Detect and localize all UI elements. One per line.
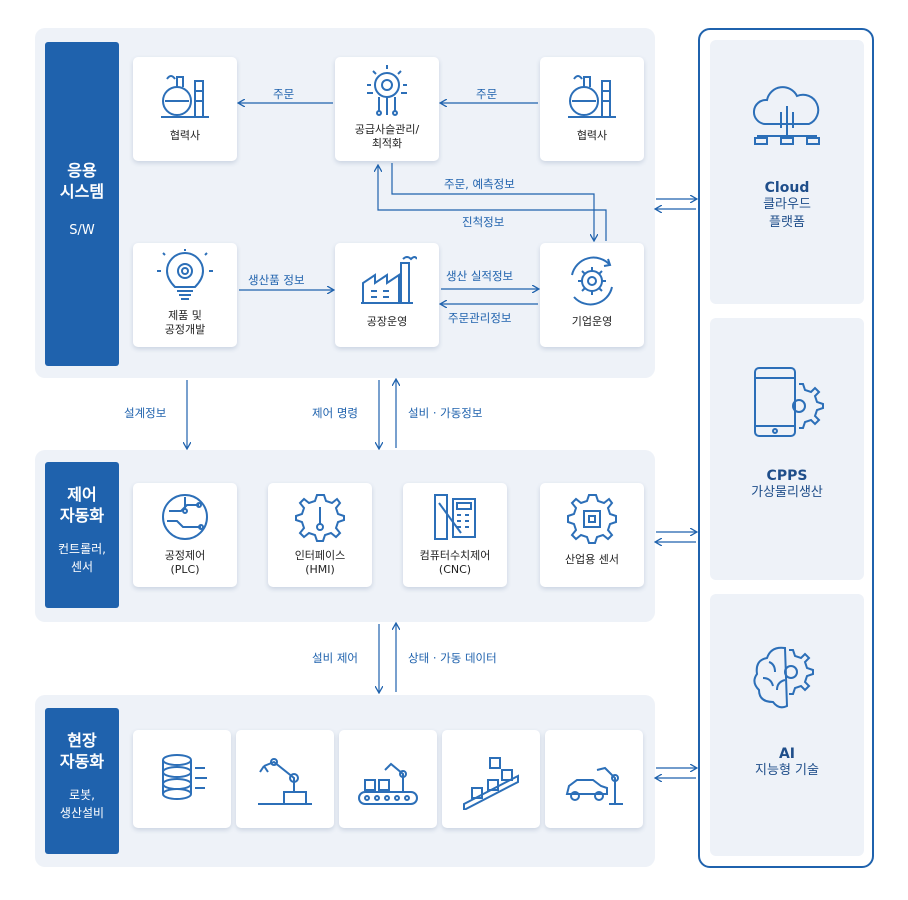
gear-cycle-icon bbox=[571, 256, 613, 306]
plc-card[interactable]: 공정제어 (PLC) bbox=[133, 483, 237, 587]
control-layer-title: 제어 자동화 bbox=[59, 485, 105, 525]
flow-label-product-info: 생산품 정보 bbox=[248, 273, 305, 287]
tablet-gear-icon bbox=[754, 367, 824, 437]
enterprise-card[interactable]: 기업운영 bbox=[540, 243, 644, 347]
cloud-sub: 클라우드 플랫폼 bbox=[763, 197, 811, 230]
sensor-card[interactable]: 산업용 센서 bbox=[540, 483, 644, 587]
flow-label-status-data: 상태 · 가동 데이터 bbox=[408, 651, 497, 665]
flow-label-progress: 진척정보 bbox=[462, 215, 505, 229]
flow-label-equipment-control: 설비 제어 bbox=[312, 651, 358, 665]
partner-card-right[interactable]: 협력사 bbox=[540, 57, 644, 161]
sensor-label: 산업용 센서 bbox=[564, 553, 620, 566]
hmi-card[interactable]: 인터페이스 (HMI) bbox=[268, 483, 372, 587]
cloud-platform-card[interactable]: Cloud 클라우드 플랫폼 bbox=[710, 40, 864, 304]
cnc-label: 컴퓨터수치제어 (CNC) bbox=[419, 549, 491, 576]
cloud-title: Cloud bbox=[764, 180, 810, 196]
chip-gear-icon bbox=[567, 494, 617, 544]
conveyor-robot-icon bbox=[358, 762, 418, 805]
cpps-title: CPPS bbox=[766, 468, 808, 484]
factory-plant-icon bbox=[161, 75, 209, 118]
brain-gear-icon bbox=[753, 646, 814, 709]
ai-title: AI bbox=[778, 746, 796, 762]
factory-label: 공장운영 bbox=[366, 315, 408, 328]
package-conveyor-icon bbox=[463, 757, 519, 810]
factory-building-icon bbox=[361, 256, 417, 304]
product-dev-card[interactable]: 제품 및 공정개발 bbox=[133, 243, 237, 347]
robot-arm-icon bbox=[258, 758, 312, 805]
field-card-package-conveyor[interactable] bbox=[442, 730, 540, 828]
ai-card[interactable]: AI 지능형 기술 bbox=[710, 594, 864, 856]
flow-label-order-right: 주문 bbox=[476, 87, 498, 101]
field-card-conveyor-robot[interactable] bbox=[339, 730, 437, 828]
flow-label-order-mgmt: 주문관리정보 bbox=[448, 311, 512, 325]
control-layer-sub: 컨트롤러, 센서 bbox=[58, 542, 106, 574]
flow-label-order-left: 주문 bbox=[273, 87, 295, 101]
cnc-calculator-icon bbox=[434, 494, 476, 540]
flow-label-control-cmd: 제어 명령 bbox=[312, 406, 358, 420]
product-dev-label: 제품 및 공정개발 bbox=[164, 309, 206, 336]
scm-label: 공급사슬관리/ 최적화 bbox=[354, 123, 420, 150]
arrow-progress bbox=[378, 166, 607, 241]
partner-right-label: 협력사 bbox=[576, 129, 608, 142]
hmi-label: 인터페이스 (HMI) bbox=[294, 549, 346, 576]
app-layer-label: 응용 시스템 S/W bbox=[45, 42, 119, 366]
plc-label: 공정제어 (PLC) bbox=[164, 549, 206, 576]
partner-card-left[interactable]: 협력사 bbox=[133, 57, 237, 161]
cpps-card[interactable]: CPPS 가상물리생산 bbox=[710, 318, 864, 580]
factory-plant-icon bbox=[568, 75, 616, 118]
arrow-order-forecast bbox=[391, 163, 594, 240]
flow-label-production-result: 생산 실적정보 bbox=[446, 269, 514, 283]
field-layer-sub: 로봇, 생산설비 bbox=[59, 788, 105, 820]
cpps-sub: 가상물리생산 bbox=[751, 485, 823, 500]
app-layer-sub: S/W bbox=[69, 223, 95, 238]
server-stack-icon bbox=[162, 754, 207, 800]
ai-sub: 지능형 기술 bbox=[755, 763, 819, 778]
flow-label-equipment-status: 설비 · 가동정보 bbox=[408, 406, 483, 420]
circuit-gear-icon bbox=[367, 65, 407, 116]
cnc-card[interactable]: 컴퓨터수치제어 (CNC) bbox=[403, 483, 507, 587]
field-card-server[interactable] bbox=[133, 730, 231, 828]
field-card-car-assembly[interactable] bbox=[545, 730, 643, 828]
lightbulb-gear-icon bbox=[157, 249, 213, 300]
field-layer-title: 현장 자동화 bbox=[59, 731, 105, 771]
control-layer-label: 제어 자동화 컨트롤러, 센서 bbox=[45, 462, 119, 608]
scm-card[interactable]: 공급사슬관리/ 최적화 bbox=[335, 57, 439, 161]
circuit-brain-icon bbox=[162, 494, 208, 540]
cloud-network-icon bbox=[753, 86, 820, 145]
factory-card[interactable]: 공장운영 bbox=[335, 243, 439, 347]
field-layer-label: 현장 자동화 로봇, 생산설비 bbox=[45, 708, 119, 854]
field-card-robot-arm[interactable] bbox=[236, 730, 334, 828]
gear-wrench-icon bbox=[295, 494, 345, 542]
enterprise-label: 기업운영 bbox=[571, 315, 613, 328]
app-layer-title: 응용 시스템 bbox=[59, 161, 105, 201]
flow-label-order-forecast: 주문, 예측정보 bbox=[444, 177, 515, 191]
partner-left-label: 협력사 bbox=[169, 129, 201, 142]
flow-label-design: 설계정보 bbox=[124, 406, 167, 420]
car-assembly-icon bbox=[565, 766, 623, 805]
